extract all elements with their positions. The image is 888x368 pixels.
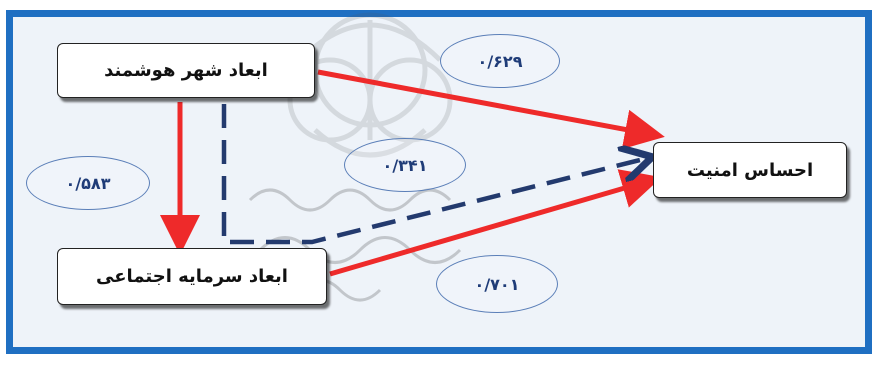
node-smart-city-label: ابعاد شهر هوشمند bbox=[104, 60, 268, 81]
node-social-capital: ابعاد سرمایه اجتماعی bbox=[57, 248, 327, 305]
arrow-smart-to-security bbox=[317, 69, 665, 150]
node-social-capital-label: ابعاد سرمایه اجتماعی bbox=[96, 266, 288, 287]
coef-smart-to-social-value: ۰/۵۸۳ bbox=[65, 173, 111, 193]
node-smart-city: ابعاد شهر هوشمند bbox=[57, 43, 315, 98]
coef-smart-to-security-value: ۰/۶۲۹ bbox=[477, 51, 523, 71]
coef-social-to-security-value: ۰/۷۰۱ bbox=[474, 274, 520, 294]
coef-indirect-value: ۰/۳۴۱ bbox=[382, 155, 428, 175]
node-security-label: احساس امنیت bbox=[686, 159, 814, 181]
coef-smart-to-security: ۰/۶۲۹ bbox=[440, 34, 560, 88]
arrow-social-to-security bbox=[329, 169, 662, 277]
arrow-indirect-path bbox=[221, 104, 648, 245]
coef-indirect: ۰/۳۴۱ bbox=[344, 138, 466, 192]
coef-smart-to-social: ۰/۵۸۳ bbox=[26, 156, 150, 210]
node-security: احساس امنیت bbox=[653, 142, 847, 198]
coef-social-to-security: ۰/۷۰۱ bbox=[436, 255, 558, 313]
